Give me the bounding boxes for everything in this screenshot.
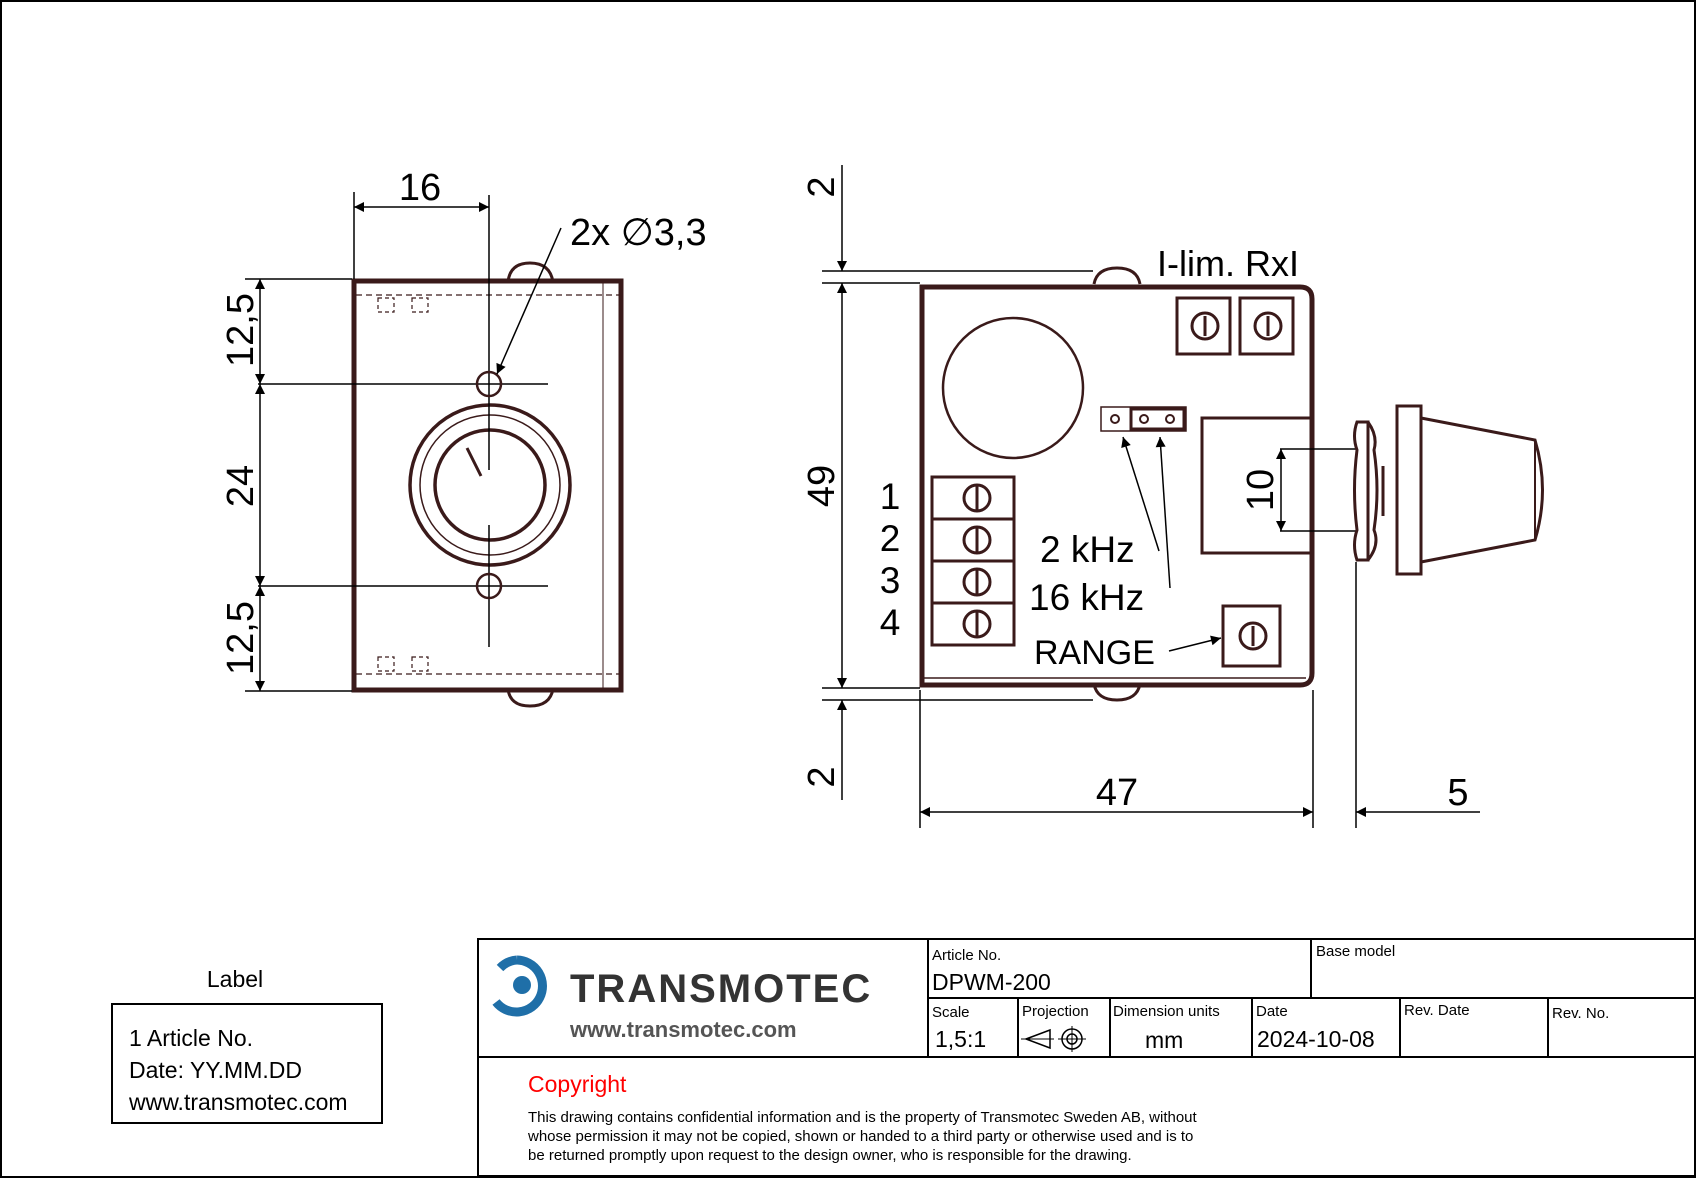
potentiometer-body bbox=[1200, 416, 1314, 555]
terminal-number-3: 3 bbox=[880, 560, 901, 601]
dimension-label-hole-spacing: 24 bbox=[220, 465, 262, 507]
jumper-cap bbox=[1129, 407, 1186, 431]
front-body-outline bbox=[351, 278, 624, 693]
leader-range bbox=[1168, 635, 1222, 652]
nut-outline-right bbox=[1366, 421, 1379, 561]
label-area: Label 1 Article No. Date: YY.MM.DD www.t… bbox=[111, 966, 383, 1124]
label-line-2: Date: YY.MM.DD bbox=[129, 1057, 302, 1083]
dimension-label-bottom-band: 12,5 bbox=[220, 601, 262, 675]
trimmer-rxi-box bbox=[1238, 296, 1295, 356]
hidden-feature bbox=[377, 297, 395, 313]
dimension-units-value: mm bbox=[1145, 1027, 1183, 1053]
hole-callout-label: 2x ∅3,3 bbox=[570, 212, 707, 254]
mounting-hole-bottom bbox=[475, 572, 503, 600]
copyright-line-2: whose permission it may not be copied, s… bbox=[527, 1128, 1193, 1145]
terminal-block bbox=[930, 475, 1016, 647]
jumper-block bbox=[1100, 406, 1187, 432]
side-body-outline bbox=[919, 284, 1315, 688]
copyright-line-3: be returned promptly upon request to the… bbox=[528, 1147, 1132, 1164]
freq-16khz-label: 16 kHz bbox=[1029, 577, 1144, 618]
terminal-number-2: 2 bbox=[880, 518, 901, 559]
front-bottom-ear bbox=[506, 688, 555, 708]
label-line-3: www.transmotec.com bbox=[128, 1089, 348, 1115]
knob-indicator bbox=[465, 447, 483, 477]
copyright-line-1: This drawing contains confidential infor… bbox=[528, 1109, 1198, 1126]
label-box bbox=[111, 1003, 383, 1124]
dimension-label-side-bottom-gap: 2 bbox=[801, 766, 843, 787]
company-name: TRANSMOTEC bbox=[570, 967, 872, 1011]
company-website: www.transmotec.com bbox=[569, 1017, 797, 1042]
jumper-pin-2 bbox=[1139, 414, 1149, 424]
scale-value: 1,5:1 bbox=[935, 1026, 986, 1052]
hidden-feature bbox=[411, 656, 429, 672]
hidden-feature bbox=[377, 656, 395, 672]
dimension-label-shaft-length: 5 bbox=[1447, 772, 1468, 814]
knob-cap bbox=[433, 428, 547, 542]
terminal-number-1: 1 bbox=[880, 476, 901, 517]
dimension-label-side-height: 49 bbox=[801, 465, 843, 507]
trimmer-range-box bbox=[1221, 604, 1282, 668]
projection-symbol-icon bbox=[1021, 1026, 1086, 1052]
trimmer-ilim-box bbox=[1175, 296, 1232, 356]
side-top-ear bbox=[1092, 266, 1142, 285]
hidden-feature bbox=[411, 297, 429, 313]
rev-no-label: Rev. No. bbox=[1552, 1005, 1609, 1022]
mounting-hole-top bbox=[475, 370, 503, 398]
knob-flange bbox=[1395, 404, 1423, 576]
freq-2khz-label: 2 kHz bbox=[1040, 529, 1135, 570]
knob-cone bbox=[1420, 416, 1544, 564]
knob-outer-ring bbox=[408, 403, 572, 567]
capacitor-circle bbox=[941, 316, 1085, 460]
side-bottom-ear bbox=[1092, 683, 1142, 702]
rev-date-label: Rev. Date bbox=[1404, 1002, 1470, 1019]
scale-label: Scale bbox=[932, 1004, 970, 1021]
dimension-label-shaft-diameter: 10 bbox=[1240, 469, 1282, 511]
hole-callout-leader bbox=[496, 227, 562, 375]
trimmer-ilim-screw bbox=[1190, 311, 1220, 341]
range-label: RANGE bbox=[1034, 634, 1155, 672]
trimmer-range-screw bbox=[1238, 621, 1268, 651]
label-line-1: 1 Article No. bbox=[129, 1025, 253, 1051]
ilim-rxi-label: I-lim. RxI bbox=[1157, 243, 1299, 284]
jumper-pin-1 bbox=[1110, 414, 1120, 424]
front-view: 16 2x ∅3,3 12,5 24 12,5 bbox=[220, 167, 707, 708]
title-block: TRANSMOTEC www.transmotec.com Article No… bbox=[477, 938, 1696, 1177]
date-value: 2024-10-08 bbox=[1257, 1026, 1375, 1052]
date-label: Date bbox=[1256, 1003, 1288, 1020]
article-no-label: Article No. bbox=[932, 947, 1001, 964]
transmotec-logo-icon bbox=[492, 955, 547, 1017]
article-no-value: DPWM-200 bbox=[932, 969, 1051, 995]
knob-ring bbox=[419, 414, 561, 556]
dimension-units-label: Dimension units bbox=[1113, 1003, 1220, 1020]
side-view: I-lim. RxI 2 kHz 16 kHz RANGE bbox=[801, 165, 1544, 828]
dimension-label-side-top-gap: 2 bbox=[801, 176, 843, 197]
label-title: Label bbox=[207, 966, 263, 992]
front-top-ear bbox=[506, 261, 555, 283]
copyright-title: Copyright bbox=[528, 1071, 627, 1097]
terminal-number-4: 4 bbox=[880, 602, 901, 643]
jumper-pin-3 bbox=[1165, 414, 1175, 424]
leader-16khz bbox=[1155, 436, 1171, 589]
trimmer-rxi-screw bbox=[1253, 311, 1283, 341]
base-model-label: Base model bbox=[1316, 943, 1395, 960]
dimension-label-front-width: 16 bbox=[399, 167, 441, 209]
dimension-label-top-band: 12,5 bbox=[220, 293, 262, 367]
dimension-label-side-width: 47 bbox=[1096, 772, 1138, 814]
nut-outline bbox=[1353, 420, 1370, 562]
projection-label: Projection bbox=[1022, 1003, 1089, 1020]
leader-2khz bbox=[1121, 436, 1160, 552]
